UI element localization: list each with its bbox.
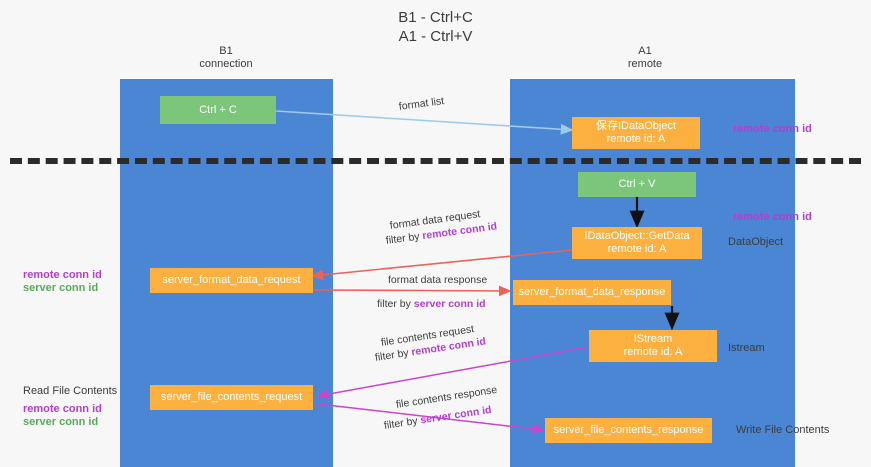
node-server-format-data-request[interactable]: server_format_data_request xyxy=(150,268,313,293)
node-server-format-data-request-label: server_format_data_request xyxy=(162,274,301,286)
node-idataobject-getdata-remote-id: remote id: A xyxy=(607,243,667,255)
node-server-file-contents-response[interactable]: server_file_contents_response xyxy=(545,418,712,443)
swimlane-header-a1-name: A1 xyxy=(638,45,652,57)
page-title: B1 - Ctrl+C A1 - Ctrl+V xyxy=(0,8,871,46)
node-ctrl-c-label: Ctrl + C xyxy=(199,103,237,116)
edge-label-format-data-request-filter-prefix: filter by xyxy=(385,230,424,247)
node-ctrl-c[interactable]: Ctrl + C xyxy=(160,96,276,124)
arrow-format-data-response xyxy=(311,285,512,297)
annotation-istream: Istream xyxy=(728,342,765,354)
edge-label-file-contents-response-filter-key: server conn id xyxy=(419,403,493,427)
node-server-file-contents-request-label: server_file_contents_request xyxy=(160,391,303,403)
node-server-format-data-response-label: server_format_data_response xyxy=(518,286,666,298)
node-idataobject-getdata-label: IDataObject::GetData xyxy=(584,230,690,242)
phase-divider xyxy=(10,158,861,164)
swimlane-header-a1-subtitle: remote xyxy=(627,58,663,70)
edge-label-file-contents-request-filter-prefix: filter by xyxy=(374,346,413,364)
title-line-2: A1 - Ctrl+V xyxy=(398,28,473,45)
node-ctrl-v[interactable]: Ctrl + V xyxy=(578,172,696,197)
annotation-dataobject: DataObject xyxy=(728,236,784,248)
annotation-left-server-conn-id-2: server conn id xyxy=(23,416,99,428)
node-istream-remote-id: remote id: A xyxy=(623,346,683,358)
node-idataobject-getdata[interactable]: IDataObject::GetData remote id: A xyxy=(572,227,702,259)
node-istream-label: IStream xyxy=(633,333,673,345)
annotation-left-remote-conn-id-2: remote conn id xyxy=(23,403,102,415)
edge-label-format-data-response-filter-key: server conn id xyxy=(413,298,486,310)
edge-label-format-list: format list xyxy=(398,95,445,113)
edge-label-format-data-response-filter-prefix: filter by xyxy=(377,298,414,310)
swimlane-header-b1: B1 connection xyxy=(146,45,306,71)
node-istream[interactable]: IStream remote id: A xyxy=(589,330,717,362)
node-save-idataobject-remote-id: remote id: A xyxy=(606,133,666,145)
node-save-idataobject[interactable]: 保存IDataObject remote id: A xyxy=(572,117,700,149)
node-server-file-contents-request[interactable]: server_file_contents_request xyxy=(150,385,313,410)
swimlane-header-b1-name: B1 xyxy=(219,45,233,57)
node-server-file-contents-response-label: server_file_contents_response xyxy=(553,424,704,436)
swimlane-header-b1-subtitle: connection xyxy=(199,58,253,70)
title-line-1: B1 - Ctrl+C xyxy=(398,9,473,26)
edge-label-format-data-response: format data response xyxy=(388,274,488,286)
edge-label-format-data-response-filter: filter by server conn id xyxy=(377,297,486,311)
swimlane-header-a1: A1 remote xyxy=(565,45,725,71)
annotation-remote-conn-id-top: remote conn id xyxy=(733,123,812,135)
edge-label-file-contents-response-filter-prefix: filter by xyxy=(383,414,422,432)
node-ctrl-v-label: Ctrl + V xyxy=(618,178,656,190)
annotation-left-server-conn-id: server conn id xyxy=(23,282,99,294)
node-server-format-data-response[interactable]: server_format_data_response xyxy=(513,280,671,305)
annotation-write-file-contents: Write File Contents xyxy=(736,424,830,436)
node-save-idataobject-label: 保存IDataObject xyxy=(595,120,677,132)
annotation-remote-conn-id-mid: remote conn id xyxy=(733,211,812,223)
annotation-left-remote-conn-id: remote conn id xyxy=(23,269,102,281)
annotation-read-file-contents: Read File Contents xyxy=(23,385,118,397)
